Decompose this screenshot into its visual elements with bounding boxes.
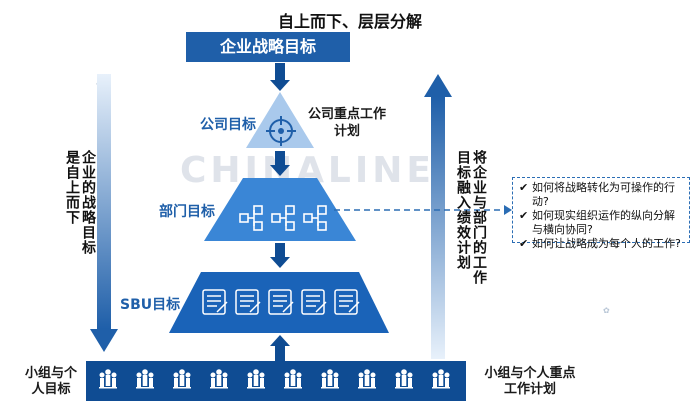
right-up-arrow <box>424 74 452 359</box>
checklist-icon <box>202 289 360 315</box>
people-group-icon <box>99 369 450 389</box>
company-plan-note: 公司重点工作计划 <box>307 107 386 139</box>
question-item: ✔如何让战略成为每个人的工作? <box>519 237 681 250</box>
corner-logo-right: ✿ <box>603 306 610 315</box>
top-caption: 自上而下、层层分解 <box>277 12 422 31</box>
connector-arrow-3 <box>270 243 290 268</box>
dashed-connector <box>334 205 512 215</box>
check-icon: ✔ <box>519 209 529 222</box>
connector-arrow-up <box>270 335 290 361</box>
tier-bottom <box>169 272 389 333</box>
sbu-goal-label: SBU目标 <box>120 297 181 313</box>
left-down-arrow <box>90 74 118 352</box>
question-item: ✔如何将战略转化为可操作的行动? <box>519 181 675 208</box>
org-chart-icon <box>239 205 327 231</box>
left-vertical-text: 企业的战略目标是自上而下 <box>64 150 96 255</box>
strategy-goal-box: 企业战略目标 <box>186 32 350 62</box>
bottom-left-label: 小组与个人目标 <box>24 366 77 397</box>
bottom-right-label: 小组与个人重点工作计划 <box>484 366 576 397</box>
company-goal-label: 公司目标 <box>200 117 256 133</box>
question-item: ✔如何现实组织运作的纵向分解与横向协同? <box>519 209 675 236</box>
tier-middle <box>204 178 356 241</box>
crosshair-icon <box>266 116 296 146</box>
connector-arrow-2 <box>270 151 290 176</box>
check-icon: ✔ <box>519 181 529 194</box>
right-vertical-text: 将企业与部门的工作目标融入绩效计划 <box>455 150 487 285</box>
connector-arrow-1 <box>270 63 290 91</box>
question-box: ✔如何将战略转化为可操作的行动? ✔如何现实组织运作的纵向分解与横向协同? ✔如… <box>512 177 690 250</box>
check-icon: ✔ <box>519 237 529 250</box>
department-goal-label: 部门目标 <box>159 204 215 220</box>
